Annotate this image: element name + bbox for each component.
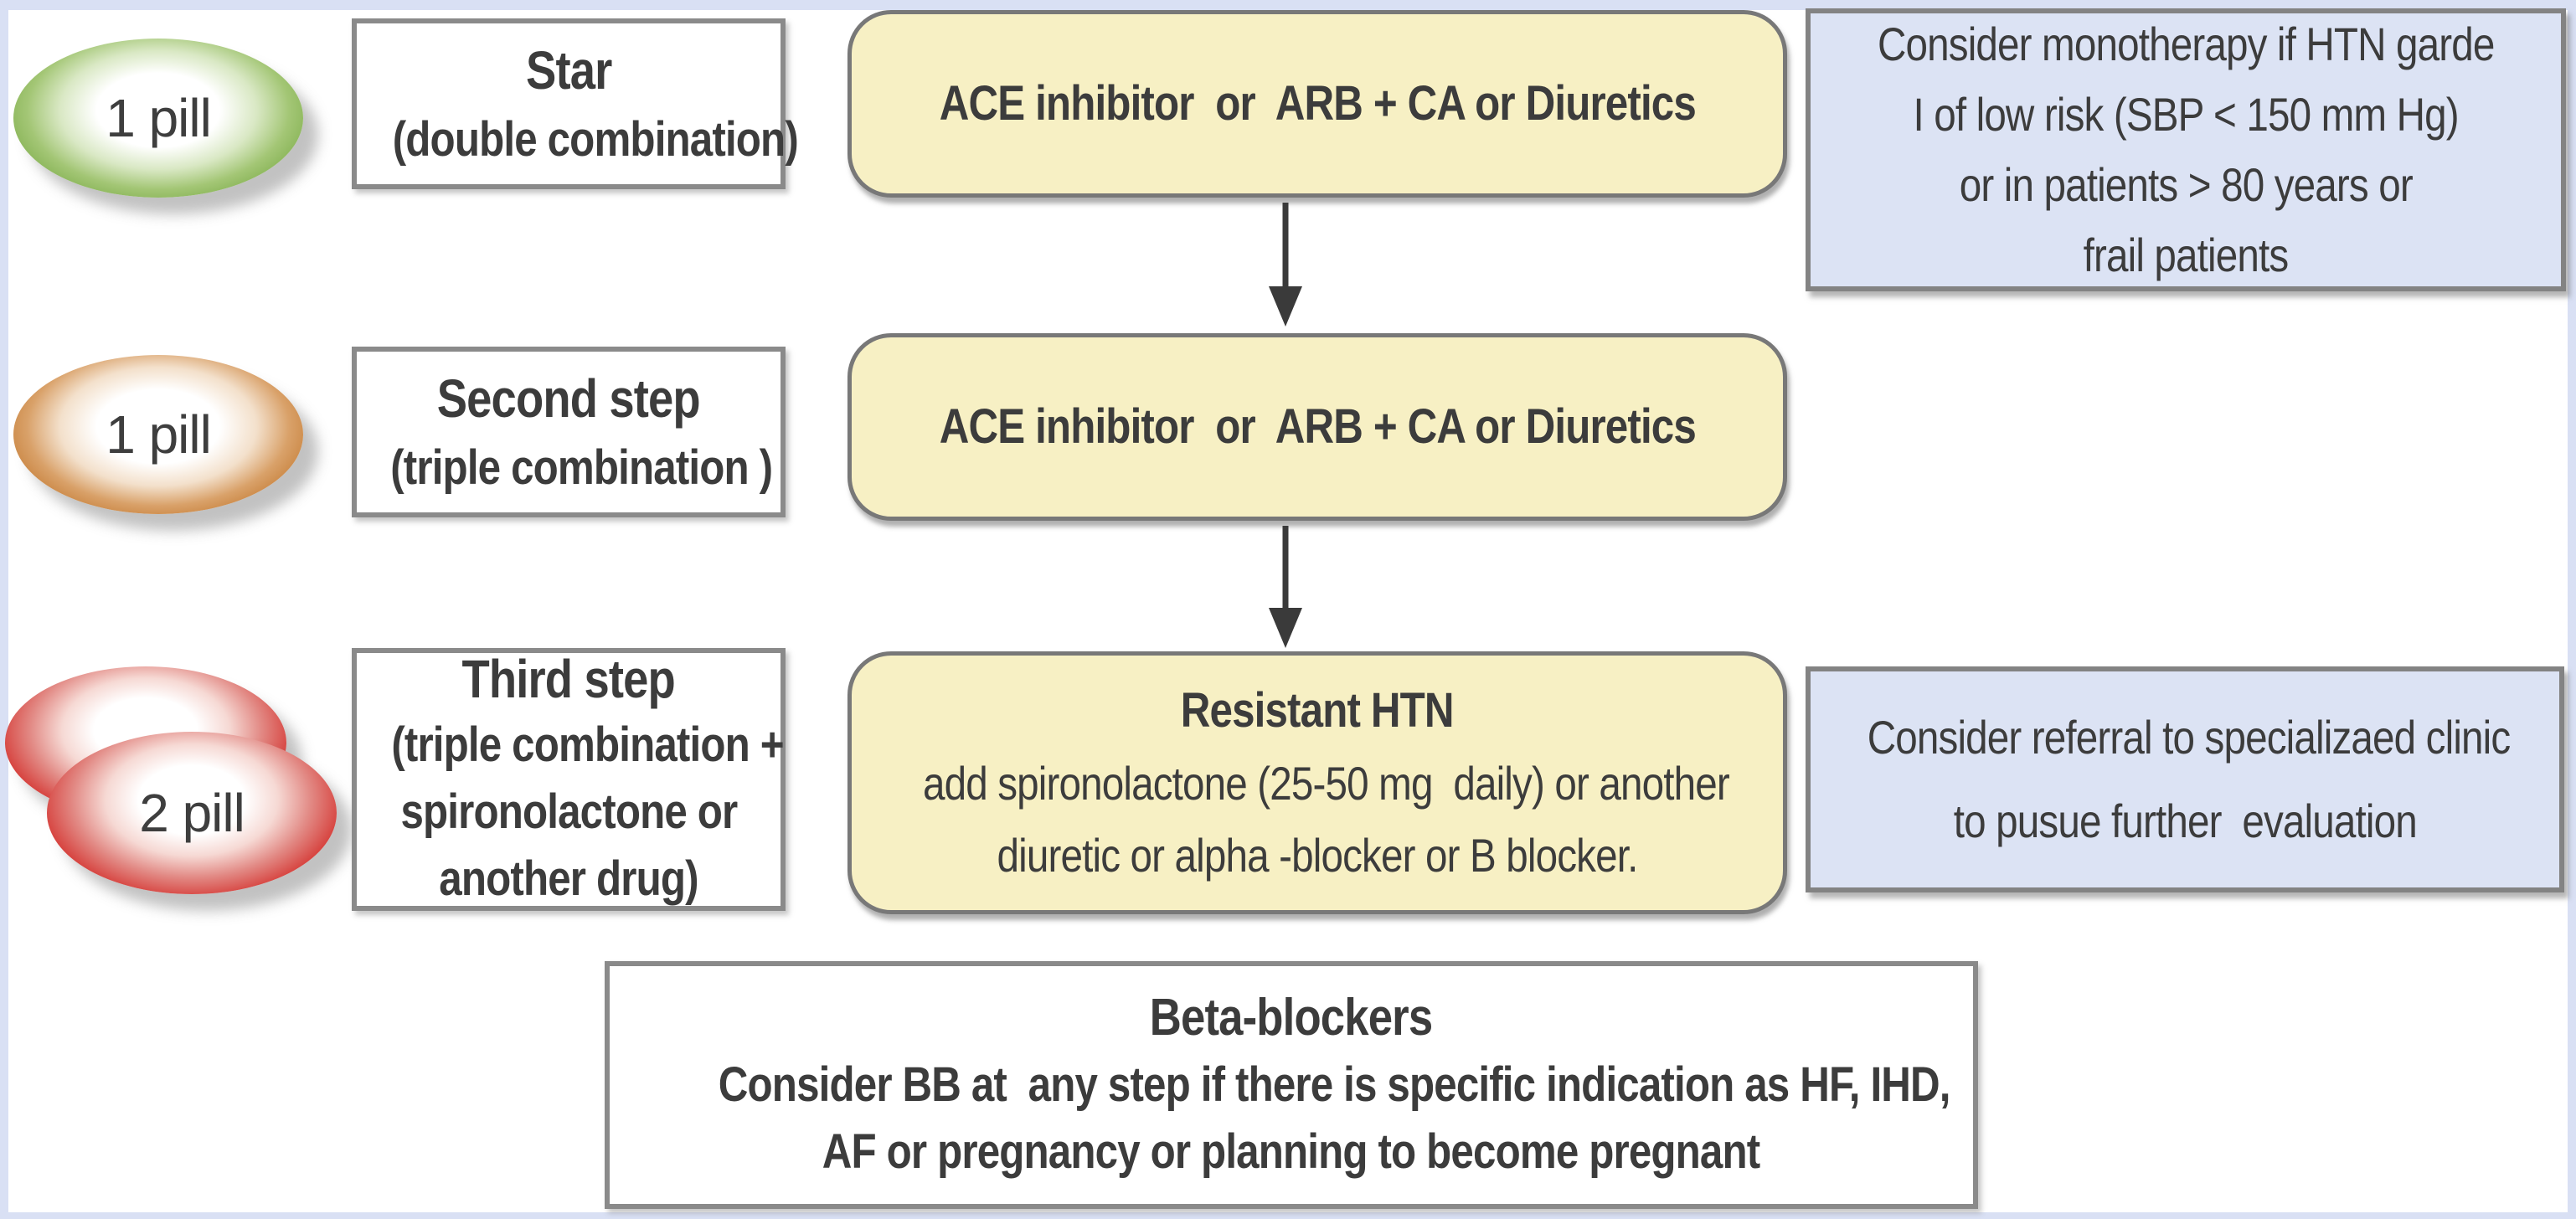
step-title: Third step [461,649,676,709]
pill-count-label: 1 pill [106,88,212,148]
footer-box-beta-blockers: Beta-blockers Consider BB at any step if… [605,961,1978,1209]
action-text: add spironolactone (25-50 mg daily) or a… [922,757,1730,810]
arrow-down-icon [1269,203,1302,327]
frame-border-left [0,0,8,1219]
note-text-line: frail patients [2083,229,2290,281]
step-subtitle: spironolactone or [400,784,738,839]
action-text: ACE inhibitor or ARB + CA or Diuretics [939,76,1696,131]
step-title: Star [525,40,612,100]
step-box-second: Second step (triple combination ) [352,347,786,517]
step-title: Second step [436,368,701,429]
step-subtitle: another drug) [439,851,698,906]
frame-border-top [0,0,2576,10]
step-subtitle: (double combination) [392,112,799,167]
step-subtitle: (triple combination ) [390,440,773,495]
note-box-monotherapy: Consider monotherapy if HTN garde I of l… [1806,8,2566,291]
note-text-line: I of low risk (SBP < 150 mm Hg) [1913,88,2459,141]
note-text-line: Consider monotherapy if HTN garde [1877,18,2495,70]
frame-border-bottom [0,1212,2576,1219]
footer-text-line: Consider BB at any step if there is spec… [718,1057,1951,1112]
green-pill-icon: 1 pill [13,39,303,198]
pill-count-label: 1 pill [106,404,212,465]
note-box-referral: Consider referral to specializaed clinic… [1806,666,2564,892]
action-box-resistant-htn: Resistant HTN add spironolactone (25-50 … [848,651,1787,914]
action-box-double-combination: ACE inhibitor or ARB + CA or Diuretics [848,10,1787,198]
note-text-line: to pusue further evaluation [1953,795,2417,847]
action-text: ACE inhibitor or ARB + CA or Diuretics [939,399,1696,454]
action-box-triple-combination: ACE inhibitor or ARB + CA or Diuretics [848,333,1787,521]
frame-border-right [2568,0,2576,1219]
note-text-line: Consider referral to specializaed clinic [1867,711,2511,764]
step-box-first: Star (double combination) [352,18,799,189]
note-text-line: or in patients > 80 years or [1959,158,2413,211]
pill-count-label: 2 pill [139,783,245,843]
action-text: diuretic or alpha -blocker or B blocker. [997,829,1639,882]
step-subtitle: (triple combination + [391,718,784,772]
footer-text-line: AF or pregnancy or planning to become pr… [822,1124,1760,1179]
step-box-third: Third step (triple combination + spirono… [352,648,786,911]
orange-pill-icon: 1 pill [13,355,303,514]
arrow-down-icon [1269,526,1302,648]
red-pill-front-icon: 2 pill [47,732,337,894]
footer-title: Beta-blockers [1150,989,1433,1047]
action-title: Resistant HTN [1181,683,1455,738]
